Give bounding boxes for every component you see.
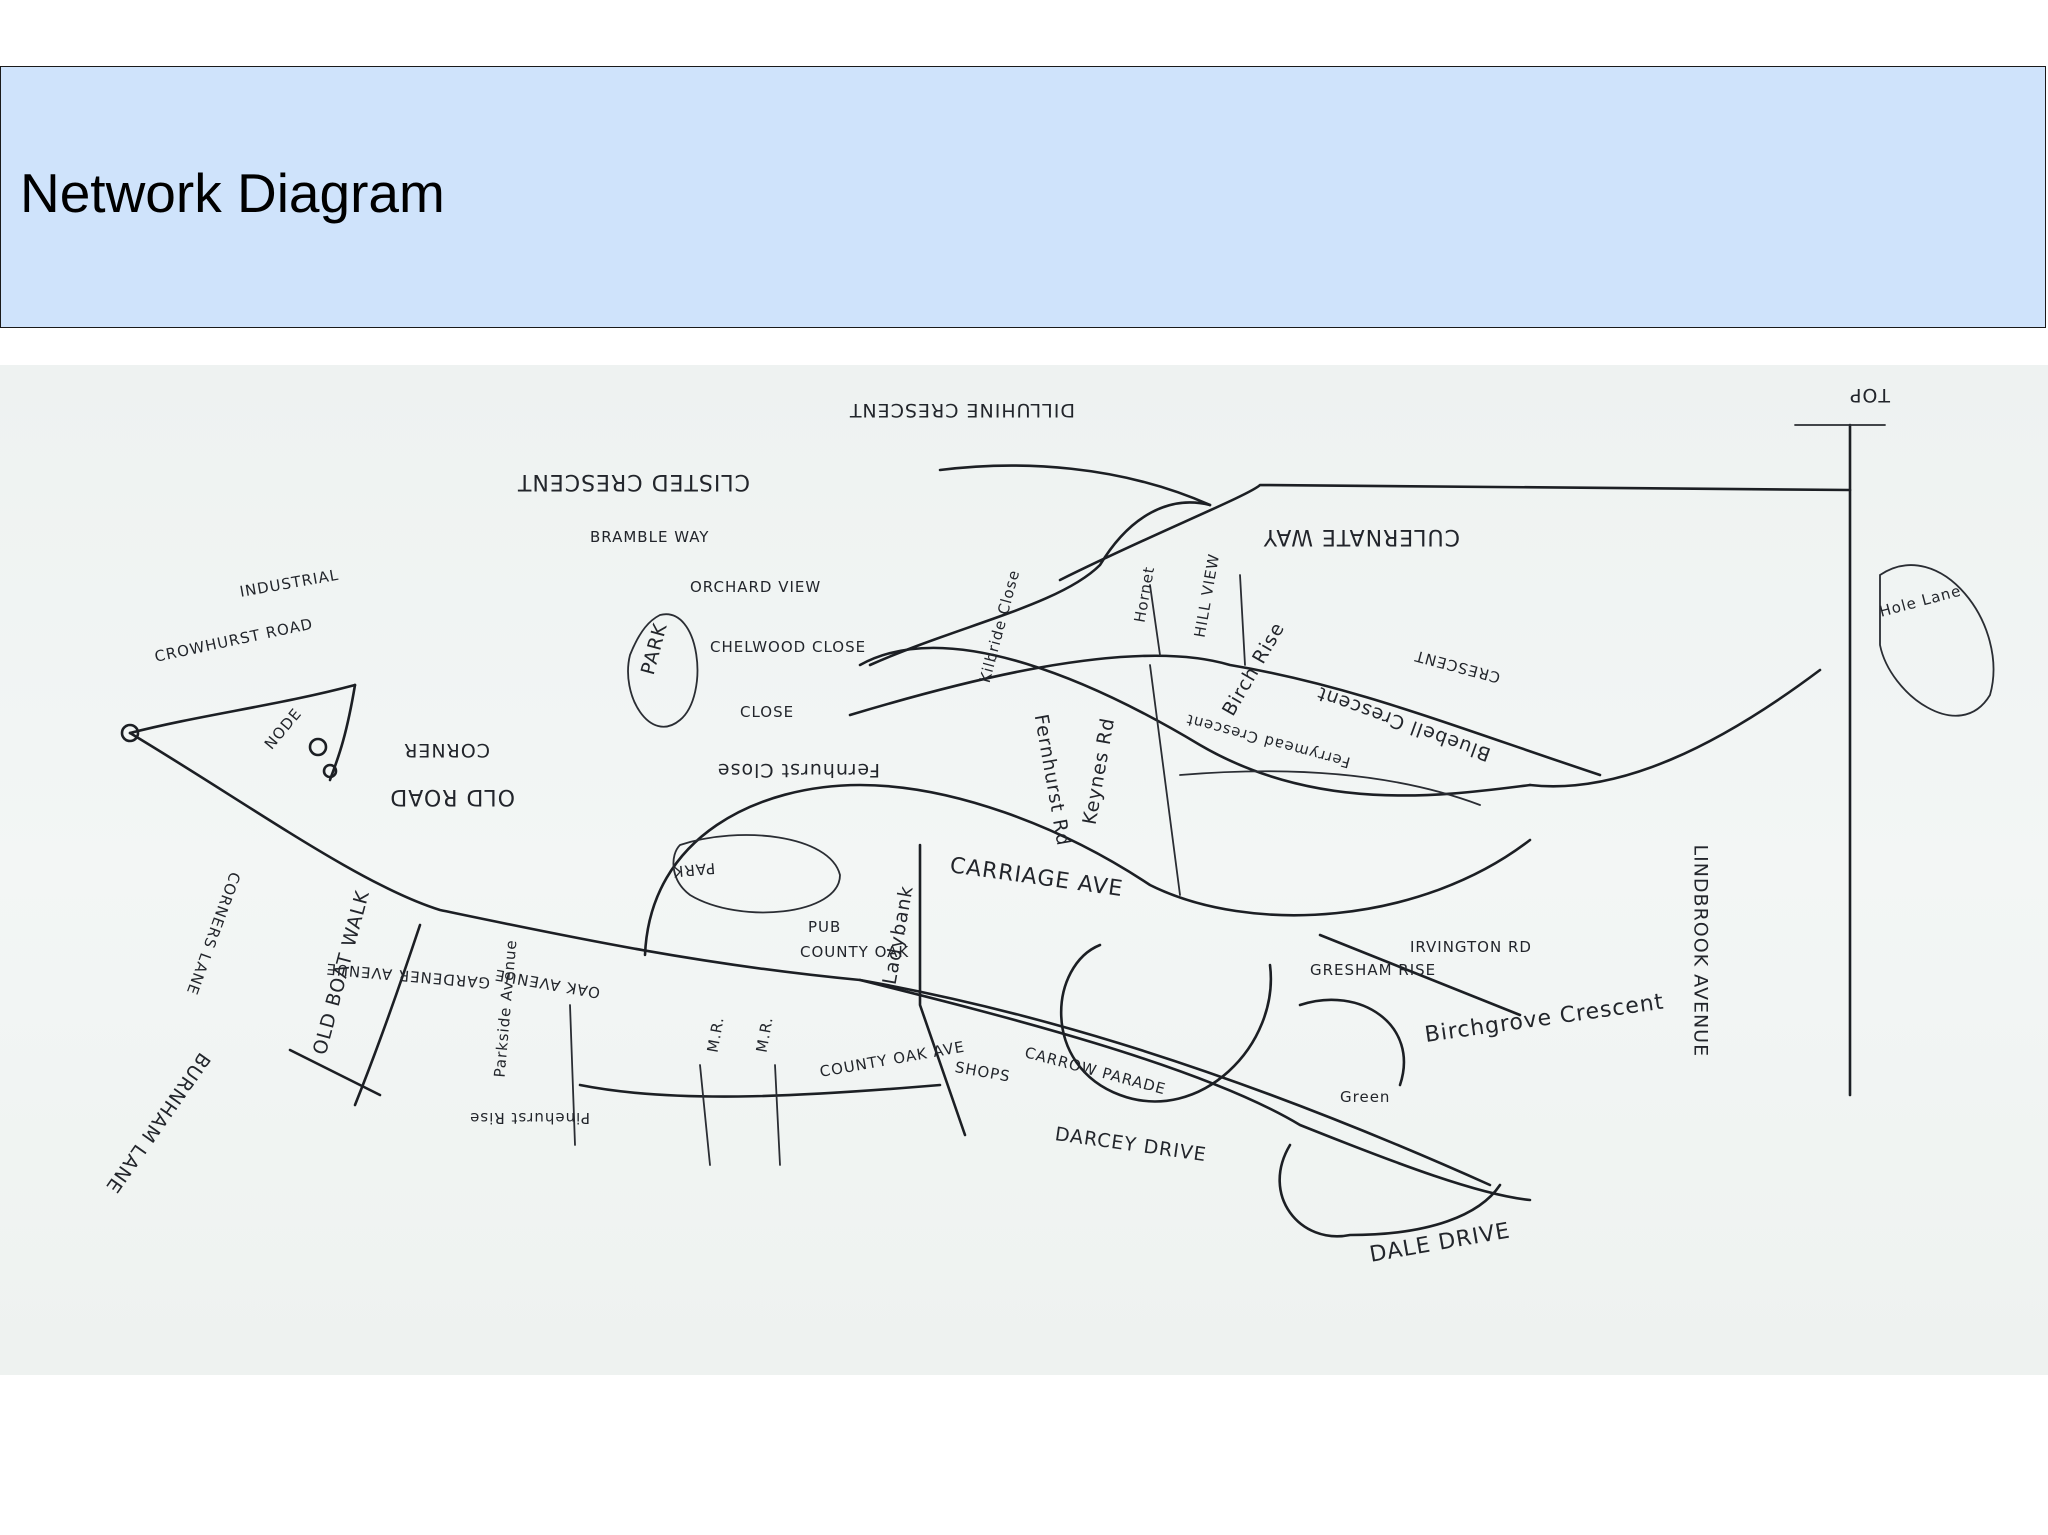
label-culernate-way: CULERNATE WAY — [1262, 524, 1460, 549]
label-old-road: OLD ROAD — [389, 784, 515, 809]
road-gresham — [1318, 933, 1522, 1017]
node-circle-small — [322, 763, 338, 779]
label-pinehurst-rise: Pinehurst Rise — [469, 1109, 590, 1127]
label-orchard-view: ORCHARD VIEW — [690, 578, 822, 596]
road-ferrymead — [1179, 770, 1481, 806]
road-carriage-ave — [918, 843, 967, 1137]
label-pub: PUB — [808, 918, 842, 936]
road-burnham — [288, 1048, 382, 1097]
road-mr-1 — [699, 1064, 711, 1166]
road-green-circle — [1298, 998, 1406, 1087]
hand-drawn-network-sketch: CLISTED CRESCENT DILLUHINE CRESCENT CULE… — [0, 365, 2048, 1375]
road-clisted — [868, 501, 1212, 667]
title-banner — [0, 66, 2046, 328]
label-close: CLOSE — [740, 703, 795, 721]
label-fernhurst-close: Fernhurst Close — [716, 759, 880, 781]
node-circle-node — [308, 737, 328, 757]
road-parkside — [569, 1004, 576, 1146]
road-culernate — [1058, 483, 1852, 582]
label-clisted-crescent: CLISTED CRESCENT — [516, 469, 750, 494]
road-county-oak — [578, 1083, 942, 1098]
park-oval-lower — [672, 834, 841, 914]
road-clisted-top — [938, 464, 1212, 507]
label-gresham-rise: GRESHAM RISE — [1310, 961, 1437, 979]
label-bramble-way: BRAMBLE WAY — [590, 528, 710, 546]
road-darcey-circle — [1059, 943, 1273, 1103]
road-east — [1528, 668, 1822, 788]
road-triangle-east — [328, 683, 357, 782]
node-circle-west — [120, 723, 140, 743]
road-hornet — [1149, 584, 1161, 656]
label-lindbrook-avenue: LINDBROOK AVENUE — [1689, 844, 1712, 1058]
road-keynes — [1149, 664, 1181, 896]
road-network-drawing — [120, 423, 1995, 1238]
road-old-boat-walk — [353, 923, 422, 1107]
slide-title: Network Diagram — [20, 162, 445, 224]
road-upper-loop — [858, 646, 1532, 797]
label-park-circle: PARK — [671, 859, 716, 881]
label-chelwood-close: CHELWOOD CLOSE — [710, 638, 867, 656]
label-brayton-rd: IRVINGTON RD — [1410, 938, 1532, 956]
road-main-spine-lower — [858, 978, 1492, 1187]
label-corner: CORNER — [403, 739, 490, 761]
road-mr-2 — [774, 1064, 781, 1166]
label-county-oak: COUNTY OAK — [800, 943, 910, 961]
label-dilluhine-crescent: DILLUHINE CRESCENT — [848, 399, 1075, 421]
road-hill-view — [1239, 574, 1246, 666]
road-dale-circle — [1278, 1143, 1502, 1238]
scribble-hoe-lane — [1879, 564, 1995, 717]
road-gardener-loop — [643, 783, 1532, 957]
label-top-right: TOP — [1848, 384, 1890, 406]
park-oval — [627, 613, 699, 728]
road-crowhurst — [128, 683, 357, 735]
label-green: Green — [1340, 1088, 1391, 1106]
road-fernhurst — [848, 654, 1602, 777]
